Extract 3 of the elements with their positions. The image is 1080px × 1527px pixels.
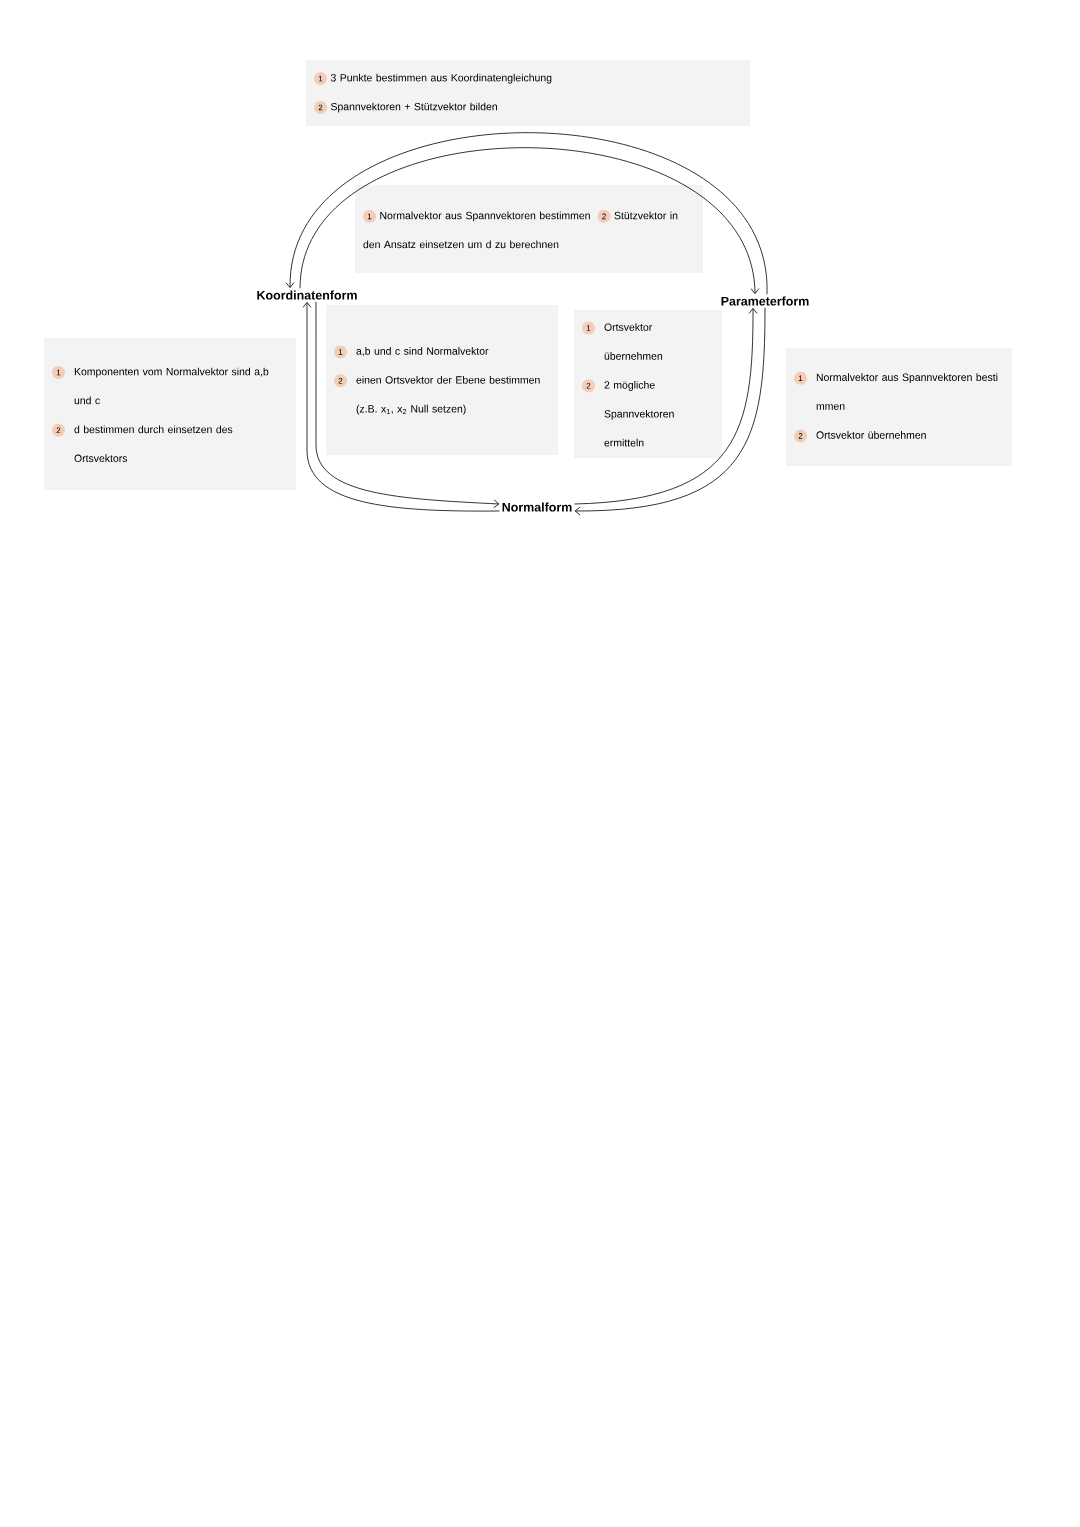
form-label: Parameterform — [721, 296, 809, 306]
form-label: Koordinatenform — [257, 290, 357, 300]
form-label: Normalform — [502, 502, 572, 512]
